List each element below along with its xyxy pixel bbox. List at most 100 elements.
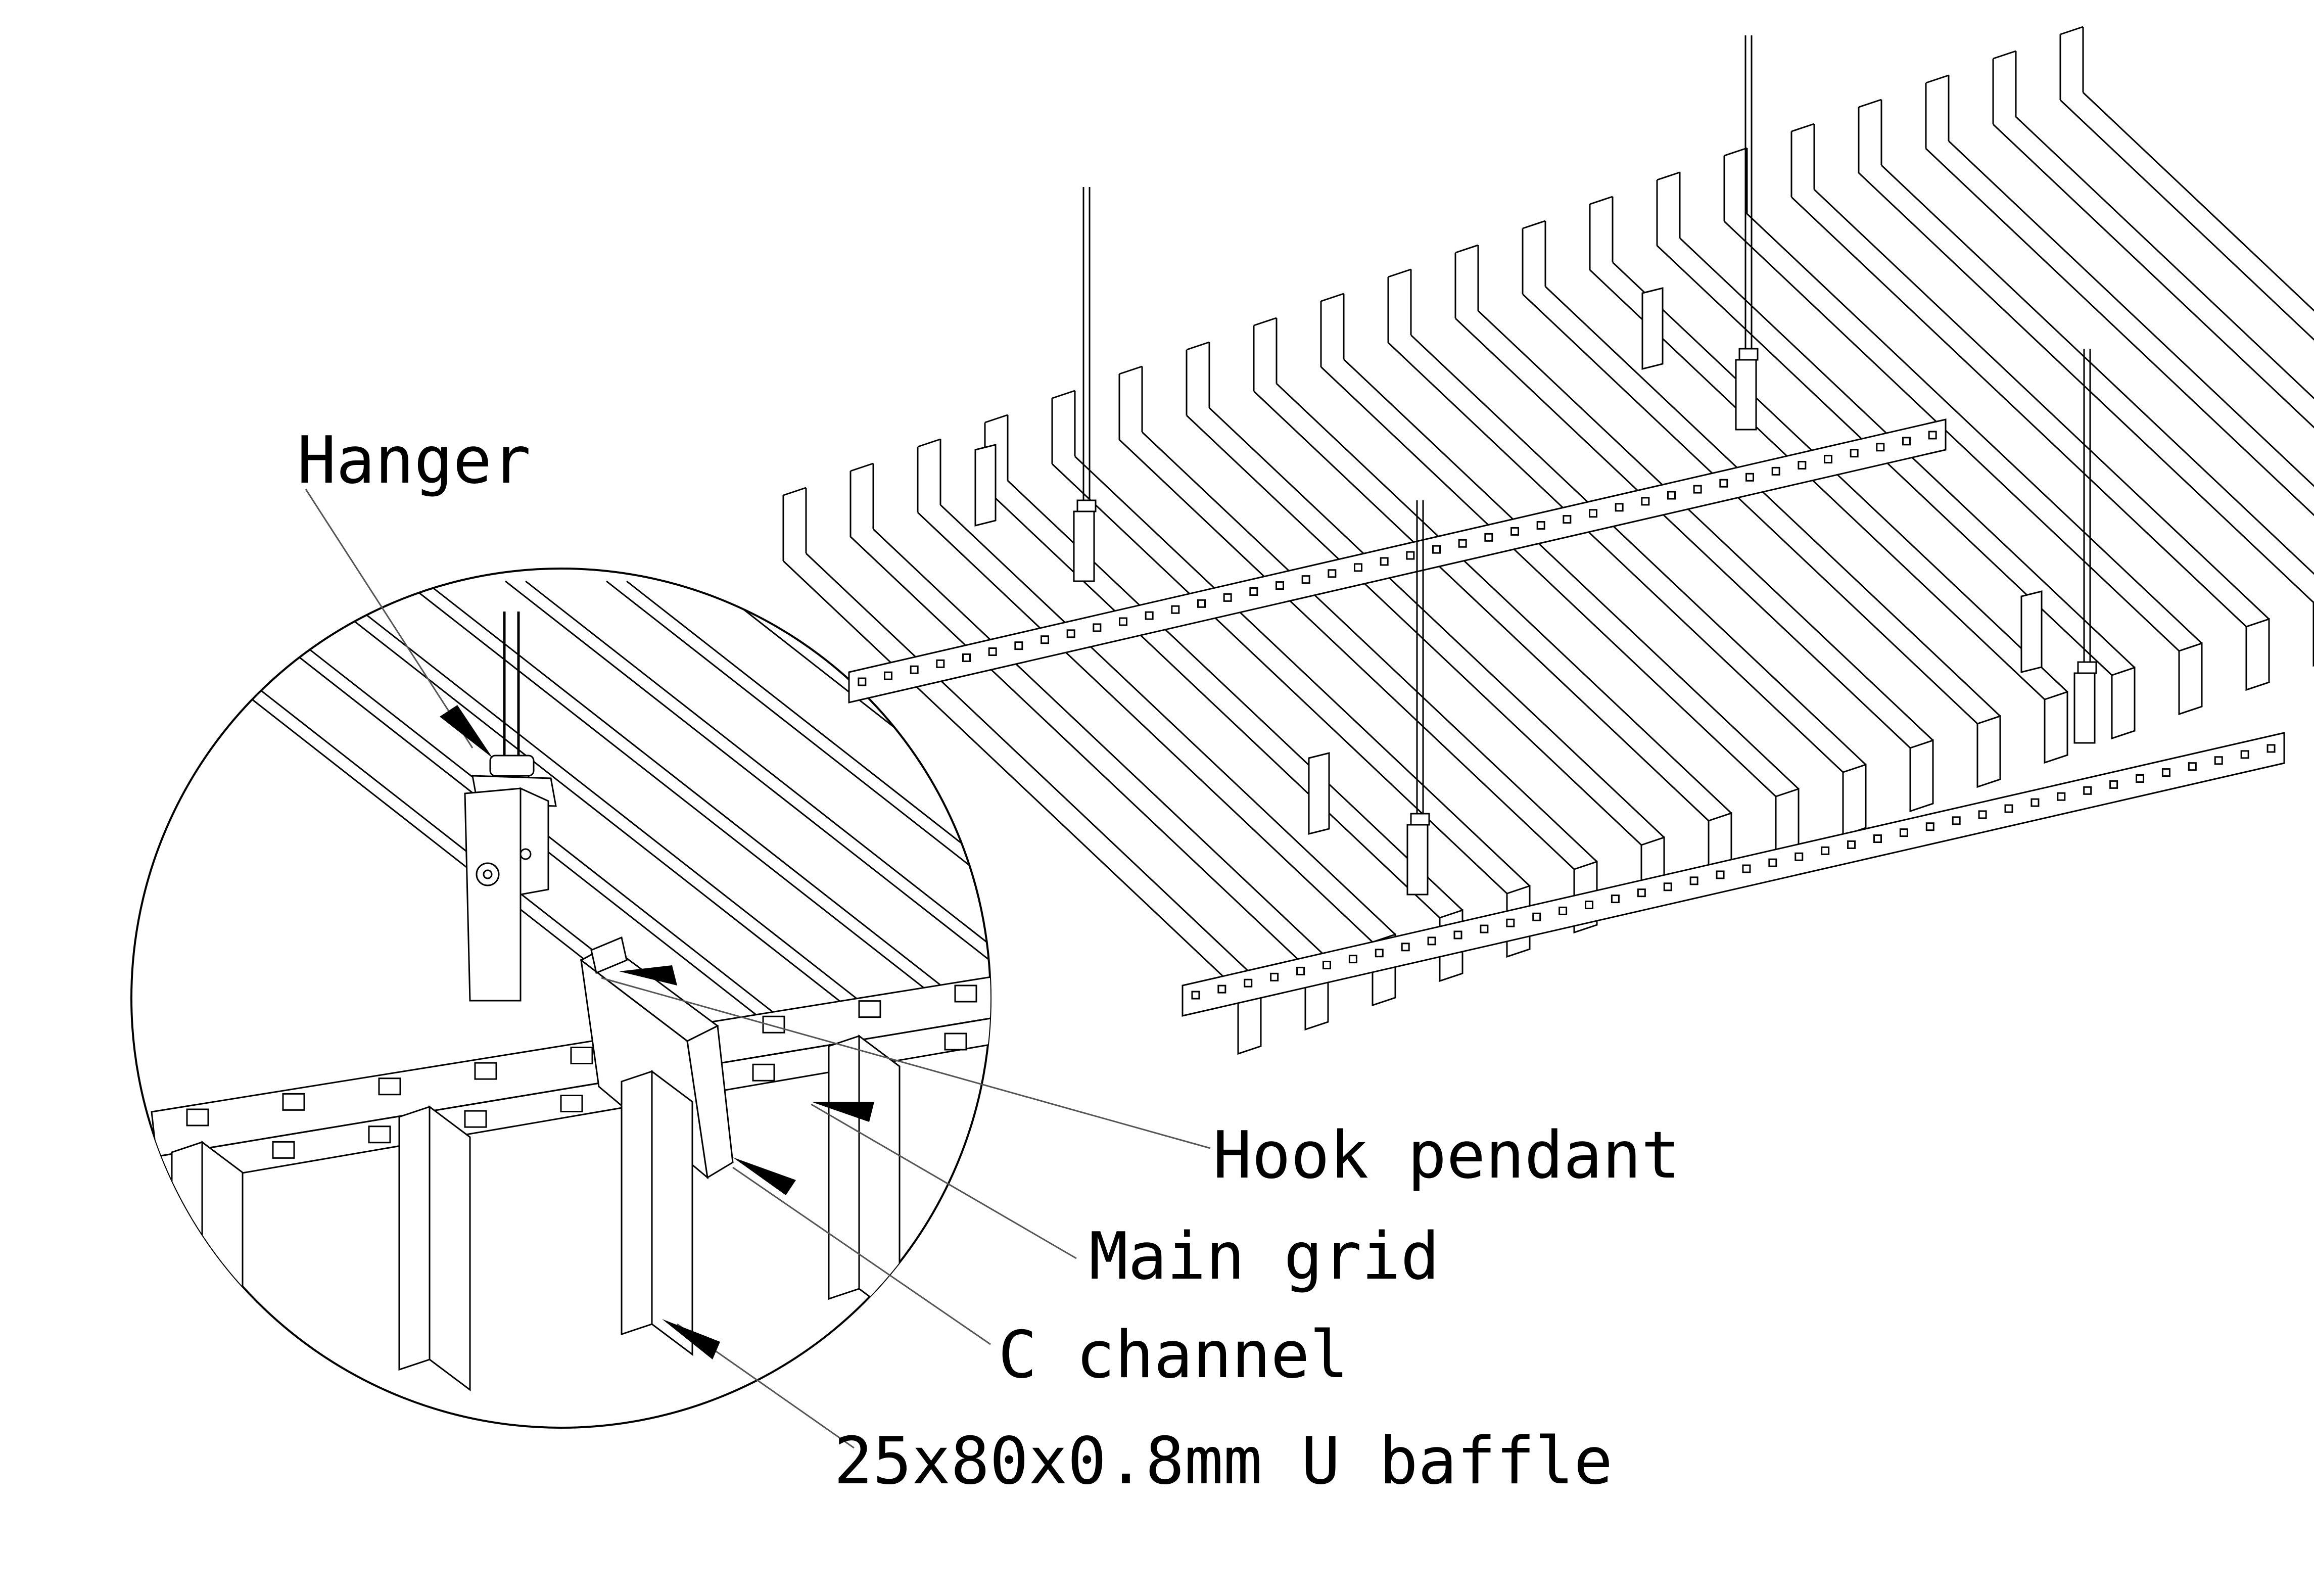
- ov-grid-slot: [1850, 449, 1859, 458]
- ov-grid-slot: [1145, 611, 1154, 620]
- ov-grid-slot: [988, 647, 997, 656]
- ov-baffle-face: [1976, 715, 2001, 788]
- ov-grid-slot: [962, 653, 971, 662]
- ov-baffle-edge: [1074, 455, 1531, 887]
- ov-baffle-edge: [1454, 317, 1911, 749]
- ov-c-channel: [2020, 590, 2043, 673]
- bg-baffle-edge: [323, 580, 905, 1037]
- ov-baffle-edge: [1992, 123, 2314, 429]
- ov-baffle-edge: [1118, 439, 1575, 870]
- label-u-baffle: 25x80x0.8mm U baffle: [834, 1424, 1613, 1499]
- label-hook-pendant: Hook pendant: [1213, 1118, 1680, 1193]
- ov-grid-slot: [884, 671, 892, 680]
- ov-baffle-edge: [1522, 293, 1978, 725]
- ov-grid-slot: [1952, 816, 1961, 825]
- ov-grid-slot: [2109, 780, 2118, 789]
- label-main-grid: Main grid: [1089, 1219, 1440, 1294]
- ov-grid-slot: [1244, 978, 1253, 988]
- ov-baffle-end: [1925, 74, 1949, 84]
- u-baffle-face: [828, 1035, 860, 1300]
- ov-grid-slot: [1536, 521, 1545, 530]
- ov-grid-slot: [1798, 460, 1807, 470]
- ov-grid-slot: [1745, 473, 1754, 482]
- grid-slot: [560, 1095, 583, 1112]
- ov-grid-slot: [1066, 629, 1075, 638]
- bg-baffle-edge: [606, 580, 990, 1037]
- ov-grid-slot: [1375, 949, 1384, 958]
- label-c-channel: C channel: [998, 1318, 1349, 1393]
- ov-hook-pendant: [1073, 510, 1095, 582]
- ov-grid-slot: [1928, 431, 1937, 440]
- ov-baffle-edge: [2082, 91, 2314, 312]
- ov-grid-slot: [1742, 864, 1751, 873]
- ov-baffle-end: [850, 462, 874, 472]
- ov-baffle-edge: [1253, 390, 1710, 822]
- ov-baffle-end: [1186, 341, 1210, 351]
- ov-baffle-end: [1657, 171, 1680, 181]
- ov-baffle-edge: [1880, 164, 2314, 575]
- ov-rod-nut: [1738, 348, 1759, 361]
- ov-grid-slot: [1093, 623, 1102, 632]
- ov-grid-slot: [1641, 497, 1650, 506]
- ov-grid-slot: [2083, 786, 2092, 795]
- ov-grid-slot: [1899, 828, 1908, 837]
- ov-baffle-end: [2060, 26, 2084, 35]
- ov-c-channel: [974, 444, 997, 527]
- grid-slot: [368, 1125, 391, 1144]
- label-hanger: Hanger: [297, 423, 531, 498]
- ov-grid-slot: [1689, 876, 1698, 885]
- ov-grid-slot: [2057, 792, 2066, 801]
- ov-baffle-edge: [1790, 196, 2247, 628]
- ov-grid-slot: [1458, 539, 1467, 548]
- ov-grid-slot: [1119, 617, 1127, 626]
- ov-baffle-edge: [1208, 407, 1665, 838]
- ov-baffle-end: [1119, 365, 1143, 375]
- ov-baffle-edge: [1387, 342, 1844, 773]
- grid-slot: [378, 1077, 401, 1096]
- bg-baffle-edge: [525, 580, 990, 1037]
- ov-baffle-edge: [2015, 116, 2314, 400]
- ov-baffle-end: [1253, 317, 1277, 326]
- overview-hanger-rods: [1073, 35, 2097, 896]
- ov-grid-slot: [1693, 485, 1702, 494]
- ov-grid-slot: [1719, 479, 1728, 488]
- ov-baffle-face: [2111, 666, 2136, 740]
- ov-hook-pendant: [2073, 672, 2096, 744]
- ov-grid-slot: [1771, 466, 1780, 476]
- ov-baffle-edge: [849, 536, 1306, 967]
- bg-baffle-edge: [424, 580, 990, 1037]
- ov-grid-slot: [1014, 641, 1023, 650]
- ov-grid-slot: [1532, 912, 1541, 921]
- ov-baffle-end: [1858, 99, 1882, 108]
- ov-baffle-end: [1724, 147, 1748, 157]
- ov-baffle-edge: [1858, 172, 2314, 603]
- ov-baffle-edge: [1477, 310, 1934, 741]
- ov-grid-slot: [2214, 756, 2223, 765]
- ov-grid-slot: [2161, 768, 2170, 777]
- ov-baffle-face: [2044, 690, 2068, 764]
- arrowheads: [440, 705, 874, 1359]
- ov-grid-slot: [1453, 930, 1462, 940]
- ov-grid-slot: [1223, 593, 1232, 602]
- ov-grid-slot: [2188, 762, 2197, 771]
- ov-grid-slot: [1480, 924, 1489, 933]
- ov-baffle-edge: [2059, 99, 2314, 341]
- labels: Hanger Hook pendant Main grid C channel …: [297, 423, 1680, 1499]
- grid-slot: [186, 1108, 209, 1126]
- ov-baffle-edge: [1276, 383, 1732, 814]
- bg-baffle-edge: [404, 580, 986, 1037]
- ov-baffle-end: [1052, 390, 1075, 399]
- leader-lines: [305, 489, 1211, 1449]
- ov-baffle-end: [1388, 268, 1411, 278]
- ov-baffle-end: [1522, 220, 1546, 229]
- ov-grid-slot: [1301, 575, 1310, 584]
- ov-grid-slot: [1380, 557, 1389, 566]
- ov-grid-slot: [1559, 906, 1568, 915]
- ov-grid-slot: [1821, 846, 1830, 855]
- ov-grid-slot: [1322, 961, 1331, 970]
- leader-c-channel: [732, 1166, 991, 1345]
- ov-grid-slot: [2136, 774, 2145, 783]
- ov-baffle-edge: [1544, 286, 2001, 717]
- ov-grid-slot: [1615, 503, 1624, 512]
- hanger-rod: [503, 612, 520, 761]
